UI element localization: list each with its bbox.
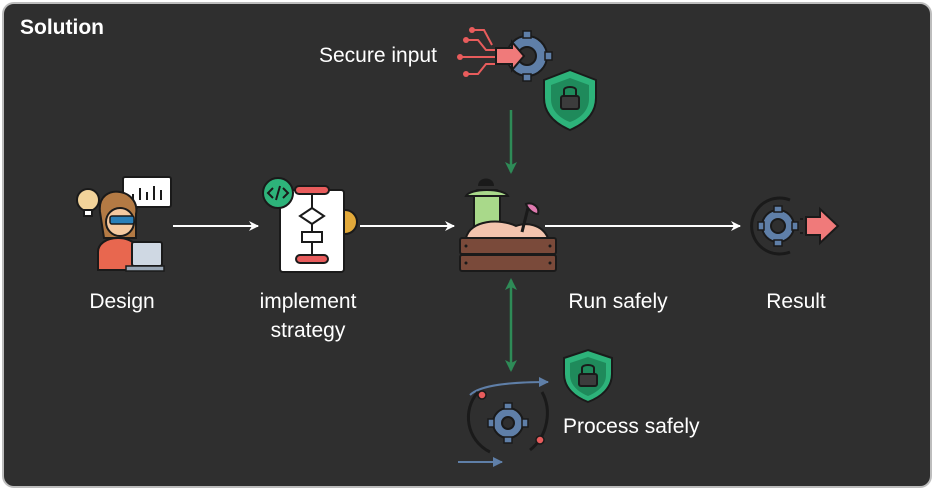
label-implement-line1: implement — [259, 290, 357, 313]
process-cycle-icon — [458, 377, 549, 467]
secure-input-icon — [457, 27, 553, 82]
label-run-safely: Run safely — [568, 290, 668, 313]
label-implement-line2: strategy — [270, 319, 346, 342]
label-result: Result — [766, 290, 826, 313]
label-secure-input: Secure input — [319, 44, 437, 67]
panel-title: Solution — [20, 16, 104, 39]
shield-lock-icon — [563, 348, 613, 404]
flowchart-strategy-icon — [262, 177, 358, 273]
sandbox-icon — [459, 178, 557, 272]
shield-lock-icon — [543, 68, 597, 132]
label-design: Design — [89, 290, 155, 313]
label-process-safely: Process safely — [563, 415, 700, 438]
result-gear-icon — [750, 196, 840, 256]
designer-icon — [76, 176, 172, 272]
